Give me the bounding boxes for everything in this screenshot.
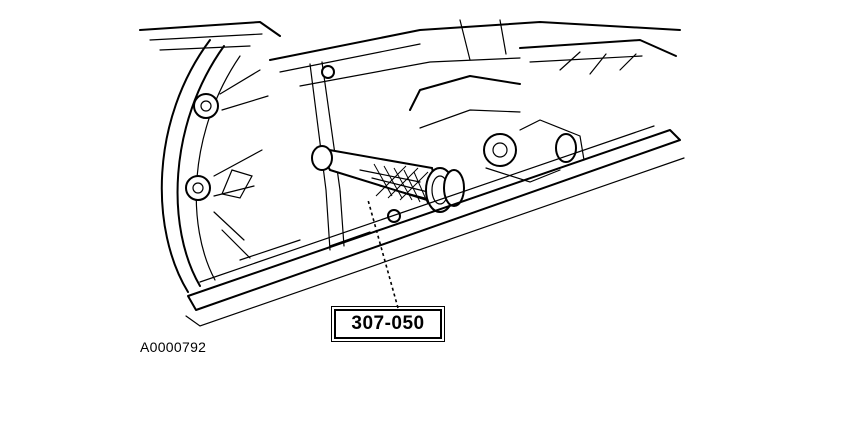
special-tool-icon — [311, 145, 465, 223]
tool-number-label: 307-050 — [351, 313, 425, 334]
pan-rail — [185, 125, 685, 327]
figure-id-label: A0000792 — [140, 339, 207, 355]
bell-housing — [139, 21, 281, 293]
tool-number-callout: 307-050 — [331, 306, 445, 342]
leader-line — [367, 199, 399, 309]
case-body — [269, 19, 681, 251]
